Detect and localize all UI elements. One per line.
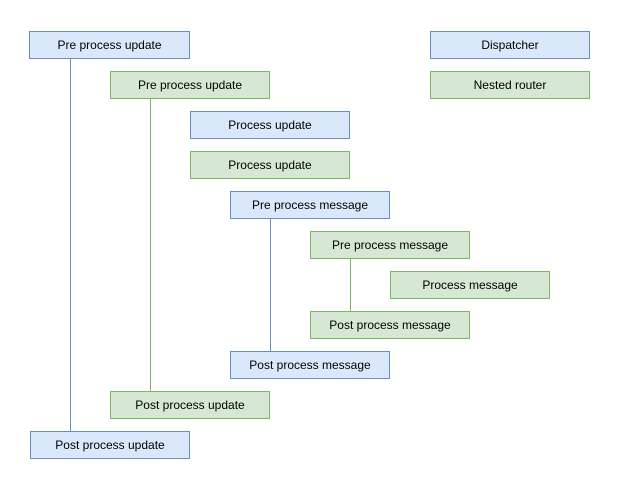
node-process-update-green[interactable]: Process update (190, 151, 350, 179)
node-pre-process-update-green[interactable]: Pre process update (110, 71, 270, 99)
node-pre-process-message-blue[interactable]: Pre process message (230, 191, 390, 219)
node-label: Pre process update (137, 78, 243, 92)
node-label: Post process update (55, 438, 165, 452)
node-label: Process update (228, 158, 312, 172)
node-post-process-message-green[interactable]: Post process message (310, 311, 470, 339)
node-pre-process-message-green[interactable]: Pre process message (310, 231, 470, 259)
node-label: Post process message (249, 358, 371, 372)
legend-item-label: Nested router (473, 78, 547, 92)
connector-line (350, 259, 351, 311)
node-process-update-blue[interactable]: Process update (190, 111, 350, 139)
node-label: Process message (422, 278, 518, 292)
node-post-process-update-blue[interactable]: Post process update (30, 431, 190, 459)
node-process-message-green[interactable]: Process message (390, 271, 550, 299)
legend-item-dispatcher[interactable]: Dispatcher (430, 31, 590, 59)
connector-line (150, 99, 151, 391)
legend-item-nested-router[interactable]: Nested router (430, 71, 590, 99)
connector-line (70, 59, 71, 431)
node-pre-process-update-blue[interactable]: Pre process update (29, 31, 190, 59)
legend-item-label: Dispatcher (481, 38, 539, 52)
node-label: Post process message (329, 318, 451, 332)
node-label: Pre process message (251, 198, 369, 212)
node-post-process-update-green[interactable]: Post process update (110, 391, 270, 419)
node-label: Process update (228, 118, 312, 132)
connector-line (270, 219, 271, 351)
node-label: Pre process update (57, 38, 162, 52)
node-post-process-message-blue[interactable]: Post process message (230, 351, 390, 379)
node-label: Post process update (135, 398, 245, 412)
node-label: Pre process message (331, 238, 449, 252)
